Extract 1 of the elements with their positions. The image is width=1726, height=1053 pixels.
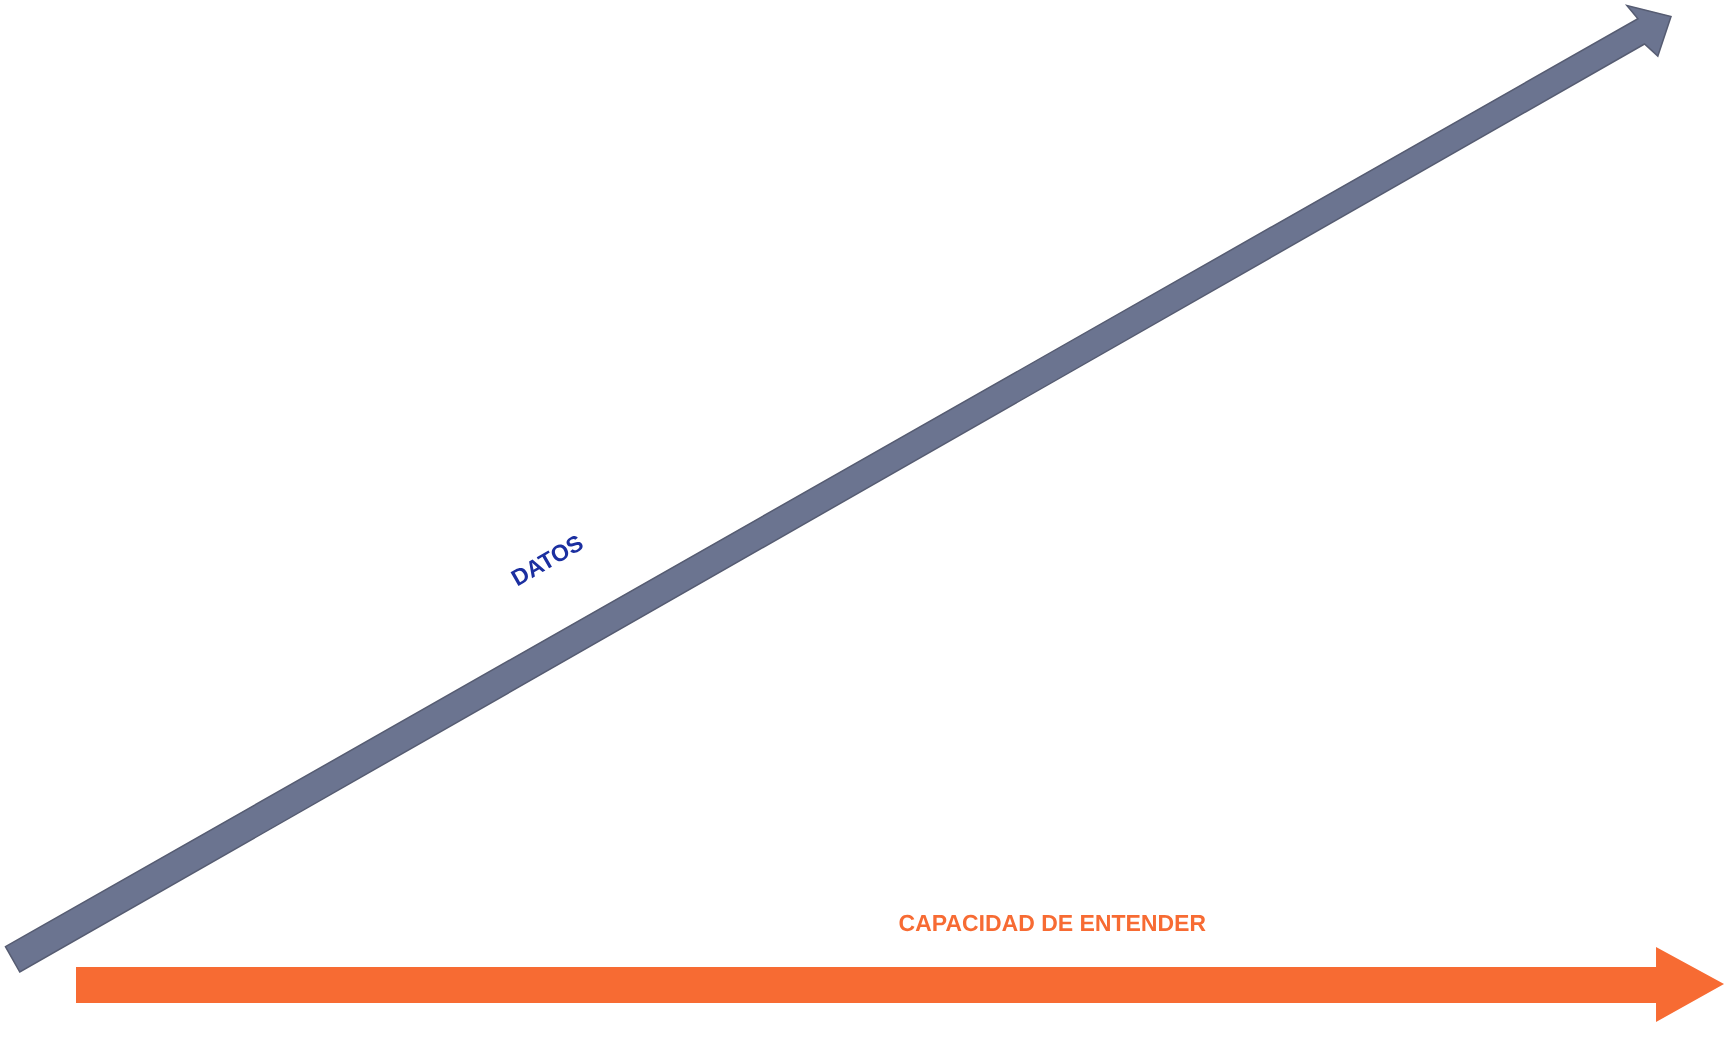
axis-label: CAPACIDAD DE ENTENDER [899,914,1206,932]
